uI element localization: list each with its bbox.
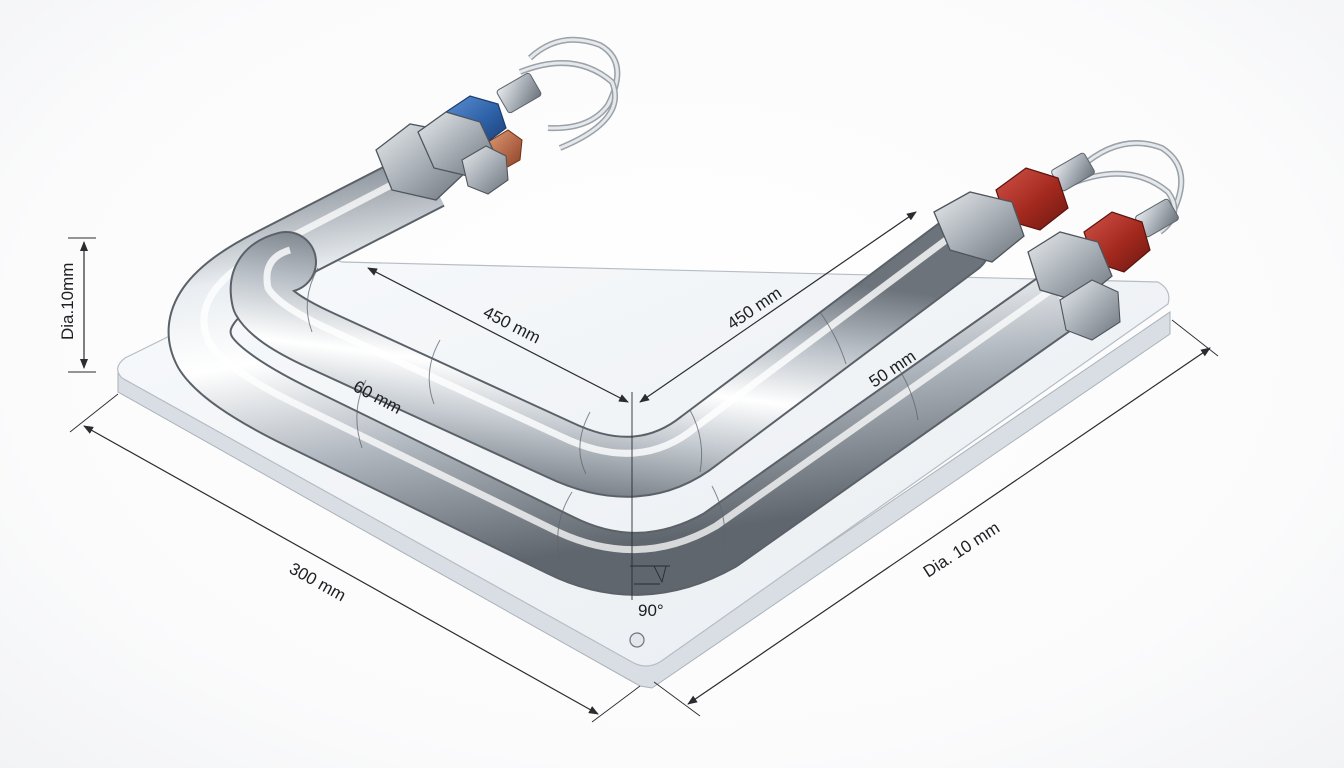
right-diameter-label: Dia. 10 mm <box>920 518 1003 581</box>
base-width-label: 300 mm <box>286 559 349 605</box>
outer-length-dimension <box>639 211 917 403</box>
wire-loop-left <box>527 36 621 132</box>
left-diameter-label: Dia.10mm <box>58 263 77 340</box>
left-hex-nut-3 <box>461 145 509 195</box>
right-diameter-dimension <box>687 347 1211 705</box>
right-hex-nut-3 <box>1059 279 1121 341</box>
threaded-stud <box>496 72 542 114</box>
dimension-lines <box>68 211 1219 723</box>
right-hex-nut-1 <box>933 191 1025 263</box>
outer-pipe <box>167 149 1079 596</box>
left-fitting <box>375 36 621 201</box>
mounting-hole <box>629 632 645 648</box>
inner-length-dimension <box>367 267 629 403</box>
bend-angle-label: 90° <box>638 601 664 620</box>
inner-pipe <box>229 214 991 498</box>
right-fitting <box>933 140 1185 341</box>
base-width-dimension <box>83 425 599 715</box>
